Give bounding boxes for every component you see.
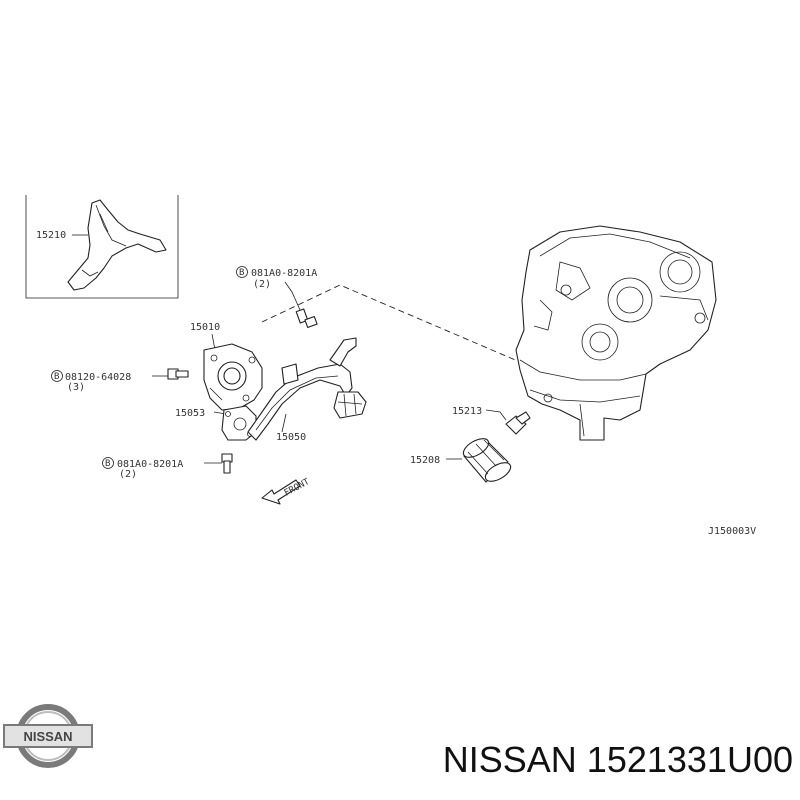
bolt-marker-left: B [54,372,59,382]
oil-filter: 15208 [410,438,512,483]
label-15208: 15208 [410,455,440,466]
label-15010: 15010 [190,322,220,333]
label-15050: 15050 [276,432,306,443]
engine-block [515,225,717,441]
heat-insulator-shape [67,199,167,291]
label-bolt-top-qty: (2) [253,279,271,290]
logo-text: NISSAN [23,729,72,744]
bolt-top [295,308,318,329]
filter-connector: 15213 [452,406,531,435]
oil-strainer: 15050 [247,337,367,443]
strainer-screen [333,391,367,419]
label-bolt-top-code: 081A0-8201A [251,268,317,279]
label-bolt-left-code: 08120-64028 [65,372,131,383]
label-15213: 15213 [452,406,482,417]
label-15210: 15210 [36,230,66,241]
callout-bolt-bottom: B 081A0-8201A (2) [102,453,233,480]
assembly-line [261,284,521,363]
bolt-marker-bottom: B [105,459,110,469]
callout-bolt-left: B 08120-64028 (3) [51,368,189,393]
nissan-logo: NISSAN [3,704,93,768]
part-caption: NISSAN 1521331U00 [443,739,793,780]
label-bolt-bottom-qty: (2) [119,469,137,480]
label-15053: 15053 [175,408,205,419]
inset-insulator: 15210 [25,195,179,299]
label-front: FRONT [283,477,312,499]
bolt-marker: B [239,268,244,278]
label-bolt-left-qty: (3) [67,382,85,393]
bolt-bottom [221,453,233,474]
gasket: 15053 [175,405,257,441]
bolt-left [167,368,189,380]
oil-pump: 15010 [190,322,263,411]
reference-code: J150003V [708,526,756,537]
callout-bolt-top: B 081A0-8201A (2) [236,266,318,329]
label-bolt-bottom-code: 081A0-8201A [117,459,183,470]
front-arrow: FRONT [261,477,312,505]
